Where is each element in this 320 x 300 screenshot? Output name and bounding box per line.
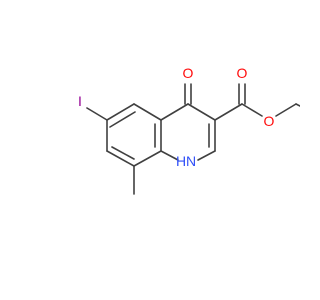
bond — [106, 103, 135, 121]
ketone-oxygen-label: O — [183, 65, 194, 81]
nitrogen-hydrogen-label: H — [176, 153, 186, 169]
bond — [109, 111, 136, 128]
bond — [295, 103, 300, 107]
bond — [160, 150, 179, 161]
ring-nitrogen-label: N — [186, 153, 196, 169]
bond — [133, 150, 162, 167]
bond — [275, 103, 297, 117]
carbonyl-oxygen-label: O — [237, 65, 248, 81]
bond — [86, 107, 108, 121]
bonds — [86, 83, 300, 195]
bond — [241, 103, 263, 117]
atom-labels: I O O O N H — [78, 65, 275, 169]
bond — [160, 103, 189, 121]
bond — [106, 150, 135, 167]
bond — [214, 103, 243, 121]
bond — [197, 150, 216, 161]
bond — [187, 103, 216, 121]
molecule-structure: I O O O N H — [78, 65, 300, 195]
bond — [111, 146, 135, 160]
ester-oxygen-label: O — [264, 113, 275, 129]
iodine-label: I — [78, 93, 82, 109]
bond — [133, 103, 162, 121]
